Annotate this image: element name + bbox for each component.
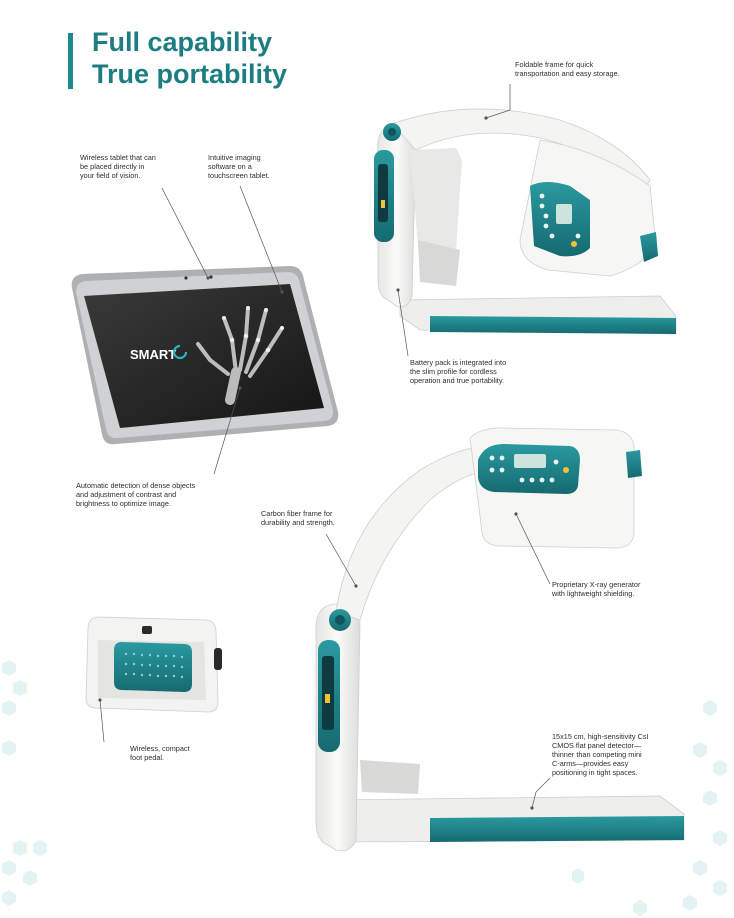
callout-imaging-software: Intuitive imaging software on a touchscr… [208,153,270,180]
callout-text-line: the slim profile for cordless [410,367,497,376]
callout-text-line: thinner than competing mini [552,750,642,759]
callout-text-line: Intuitive imaging [208,153,261,162]
callout-text-line: Proprietary X-ray generator [552,580,641,589]
title-line-1: Full capability [92,27,273,57]
callout-text-line: your field of vision. [80,171,141,180]
callout-text-line: Battery pack is integrated into [410,358,507,367]
callout-carbon-fiber: Carbon fiber frame for durability and st… [261,509,335,527]
title-line-2: True portability [92,59,288,89]
callout-text-line: durability and strength. [261,518,335,527]
callout-text-line: with lightweight shielding. [552,589,635,598]
smart-logo-arc-icon [172,344,188,360]
folded-c-arm-device [374,108,677,335]
callout-text-line: software on a [208,162,252,171]
callout-text-line: Foldable frame for quick [515,60,594,69]
page-title: Full capability True portability [92,26,287,90]
callout-text-line: operation and true portability. [410,376,504,385]
callout-leader-lines [99,84,551,809]
imaging-tablet: SMART [71,266,339,445]
callout-xray-generator: Proprietary X-ray generator with lightwe… [552,580,640,598]
callout-text-line: touchscreen tablet. [208,171,270,180]
callout-text-line: transportation and easy storage. [515,69,620,78]
callout-text-line: Automatic detection of dense objects [76,481,196,490]
extended-c-arm-device [315,427,685,852]
callout-text-line: CMOS flat panel detector— [552,741,642,750]
callout-text-line: C-arms—provides easy [552,759,629,768]
callout-text-line: foot pedal. [130,753,165,762]
callout-wireless-tablet: Wireless tablet that can be placed direc… [80,153,156,180]
callout-text-line: brightness to optimize image. [76,499,171,508]
callout-text-line: 15x15 cm, high-sensitivity CsI [552,732,649,741]
callout-flat-panel-detector: 15x15 cm, high-sensitivity CsI CMOS flat… [552,732,649,777]
tablet-logo-text: SMART [130,347,176,362]
callout-automatic-detection: Automatic detection of dense objects and… [76,481,195,508]
callout-foot-pedal: Wireless, compact foot pedal. [130,744,190,762]
callout-text-line: Wireless tablet that can [80,153,156,162]
callout-foldable-frame: Foldable frame for quick transportation … [515,60,620,78]
callout-text-line: be placed directly in [80,162,145,171]
callout-text-line: Wireless, compact [130,744,190,753]
callout-text-line: and adjustment of contrast and [76,490,177,499]
callout-battery-pack: Battery pack is integrated into the slim… [410,358,506,385]
title-accent-bar [68,33,73,89]
foot-pedal-device [85,616,222,713]
callout-text-line: positioning in tight spaces. [552,768,638,777]
callout-text-line: Carbon fiber frame for [261,509,333,518]
